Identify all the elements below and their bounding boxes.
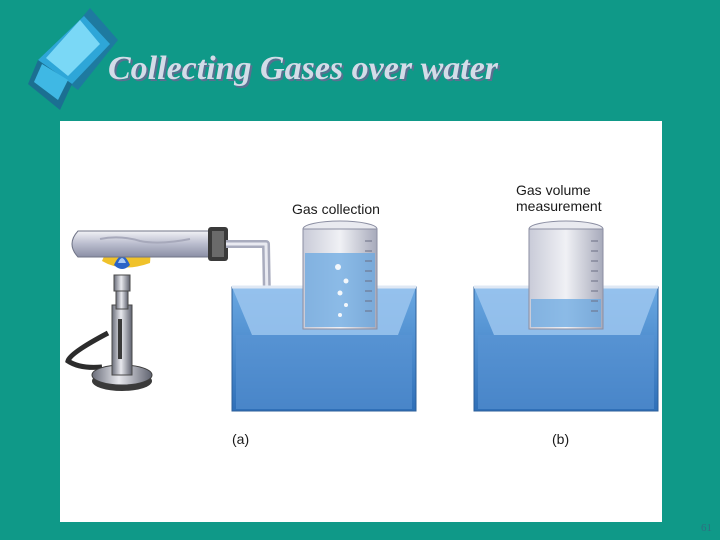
- figure-panel: Gas collection (a): [60, 121, 662, 522]
- apparatus-a: Gas collection (a): [65, 201, 417, 447]
- apparatus-b: Gas volume measurement (b): [473, 182, 659, 447]
- diamond-logo: [28, 8, 118, 110]
- caption-b: (b): [552, 431, 569, 447]
- page-number: 61: [701, 522, 712, 534]
- bunsen-burner: [65, 274, 153, 391]
- test-tube: [71, 227, 228, 261]
- measurement-cylinder: [528, 220, 604, 330]
- gas-bubbles: [335, 264, 349, 317]
- gas-collection-diagram: Gas collection (a): [65, 182, 659, 447]
- slide-title: Collecting Gases over water: [108, 50, 499, 87]
- gas-volume-label-line2: measurement: [516, 198, 602, 214]
- caption-a: (a): [232, 431, 249, 447]
- gas-volume-label-line1: Gas volume: [516, 182, 591, 198]
- gas-collection-label: Gas collection: [292, 201, 380, 217]
- collection-cylinder: [302, 220, 378, 330]
